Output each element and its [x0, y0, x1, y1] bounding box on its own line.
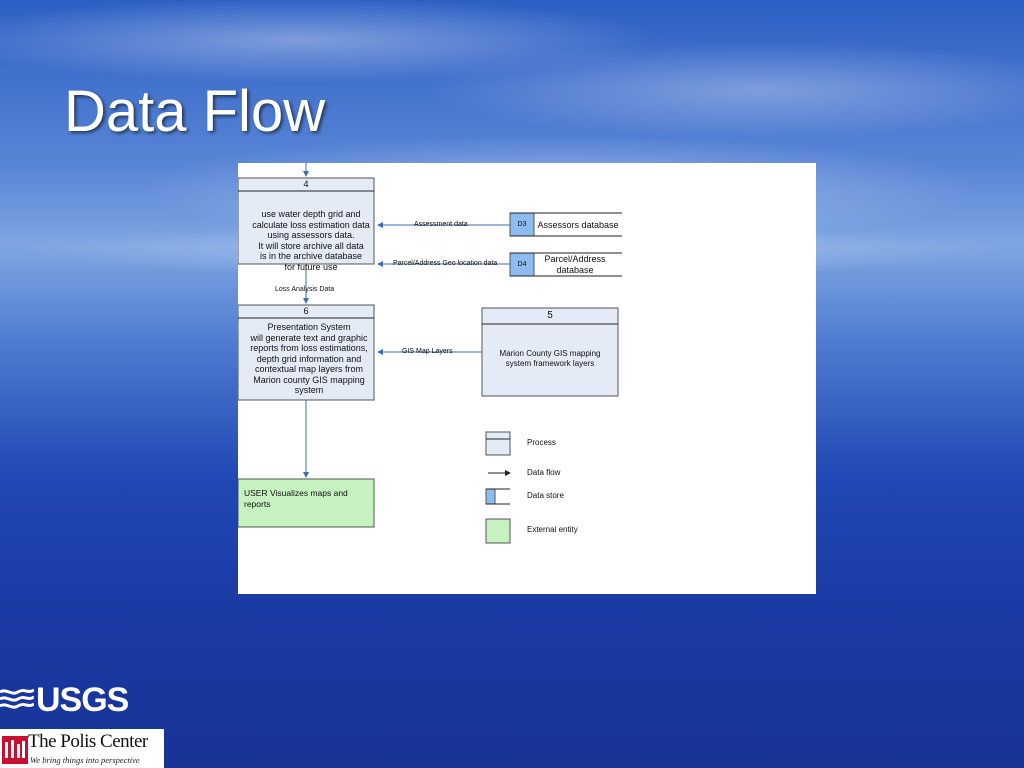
process-4-id: 4	[303, 179, 309, 189]
user-entity-box	[238, 478, 375, 528]
process-6-id: 6	[303, 306, 309, 316]
usgs-logo: USGS	[0, 682, 130, 718]
diagram-shapes	[238, 163, 622, 544]
store-d4-id: D4	[517, 261, 527, 268]
process-6-text: Presentation System will generate text a…	[250, 322, 368, 395]
legend-process-symbol	[485, 431, 511, 456]
process-4-box	[238, 177, 375, 265]
polis-center-name: The Polis Center	[28, 731, 148, 752]
store-d3-name: Assessors database	[537, 220, 619, 230]
polis-center-logo: The Polis Center We bring things into pe…	[0, 729, 164, 768]
gis-flow-label: GIS Map Layers	[402, 348, 453, 355]
slide-title: Data Flow	[64, 79, 326, 144]
assessment-flow-label: Assessment data	[414, 221, 468, 228]
legend-store-symbol	[485, 488, 496, 505]
store-d4-name: Parcel/Address database	[544, 254, 606, 275]
legend-process-label: Process	[527, 438, 556, 447]
usgs-wave-icon	[0, 688, 34, 709]
legend-entity-symbol	[485, 518, 511, 544]
legend-store-label: Data store	[527, 491, 564, 500]
user-entity-text: USER Visualizes maps and reports	[244, 488, 348, 509]
legend-entity-label: External entity	[527, 525, 578, 534]
legend-flow-label: Data flow	[527, 468, 561, 477]
data-flow-diagram: 4 use water depth grid and calculate los…	[238, 163, 816, 594]
process-5-text: Marion County GIS mapping system framewo…	[499, 349, 601, 368]
process-5-id: 5	[547, 310, 553, 321]
polis-building-icon	[2, 736, 28, 764]
parcel-flow-label: Parcel/Address Geo location data	[393, 260, 498, 267]
process-4-text: use water depth grid and calculate loss …	[252, 209, 370, 272]
usgs-wordmark: USGS	[36, 681, 129, 719]
process-5-box	[481, 307, 619, 397]
store-d3-id: D3	[517, 221, 527, 228]
loss-flow-label: Loss Analysis Data	[275, 286, 335, 293]
polis-center-tagline: We bring things into perspective	[30, 755, 140, 765]
